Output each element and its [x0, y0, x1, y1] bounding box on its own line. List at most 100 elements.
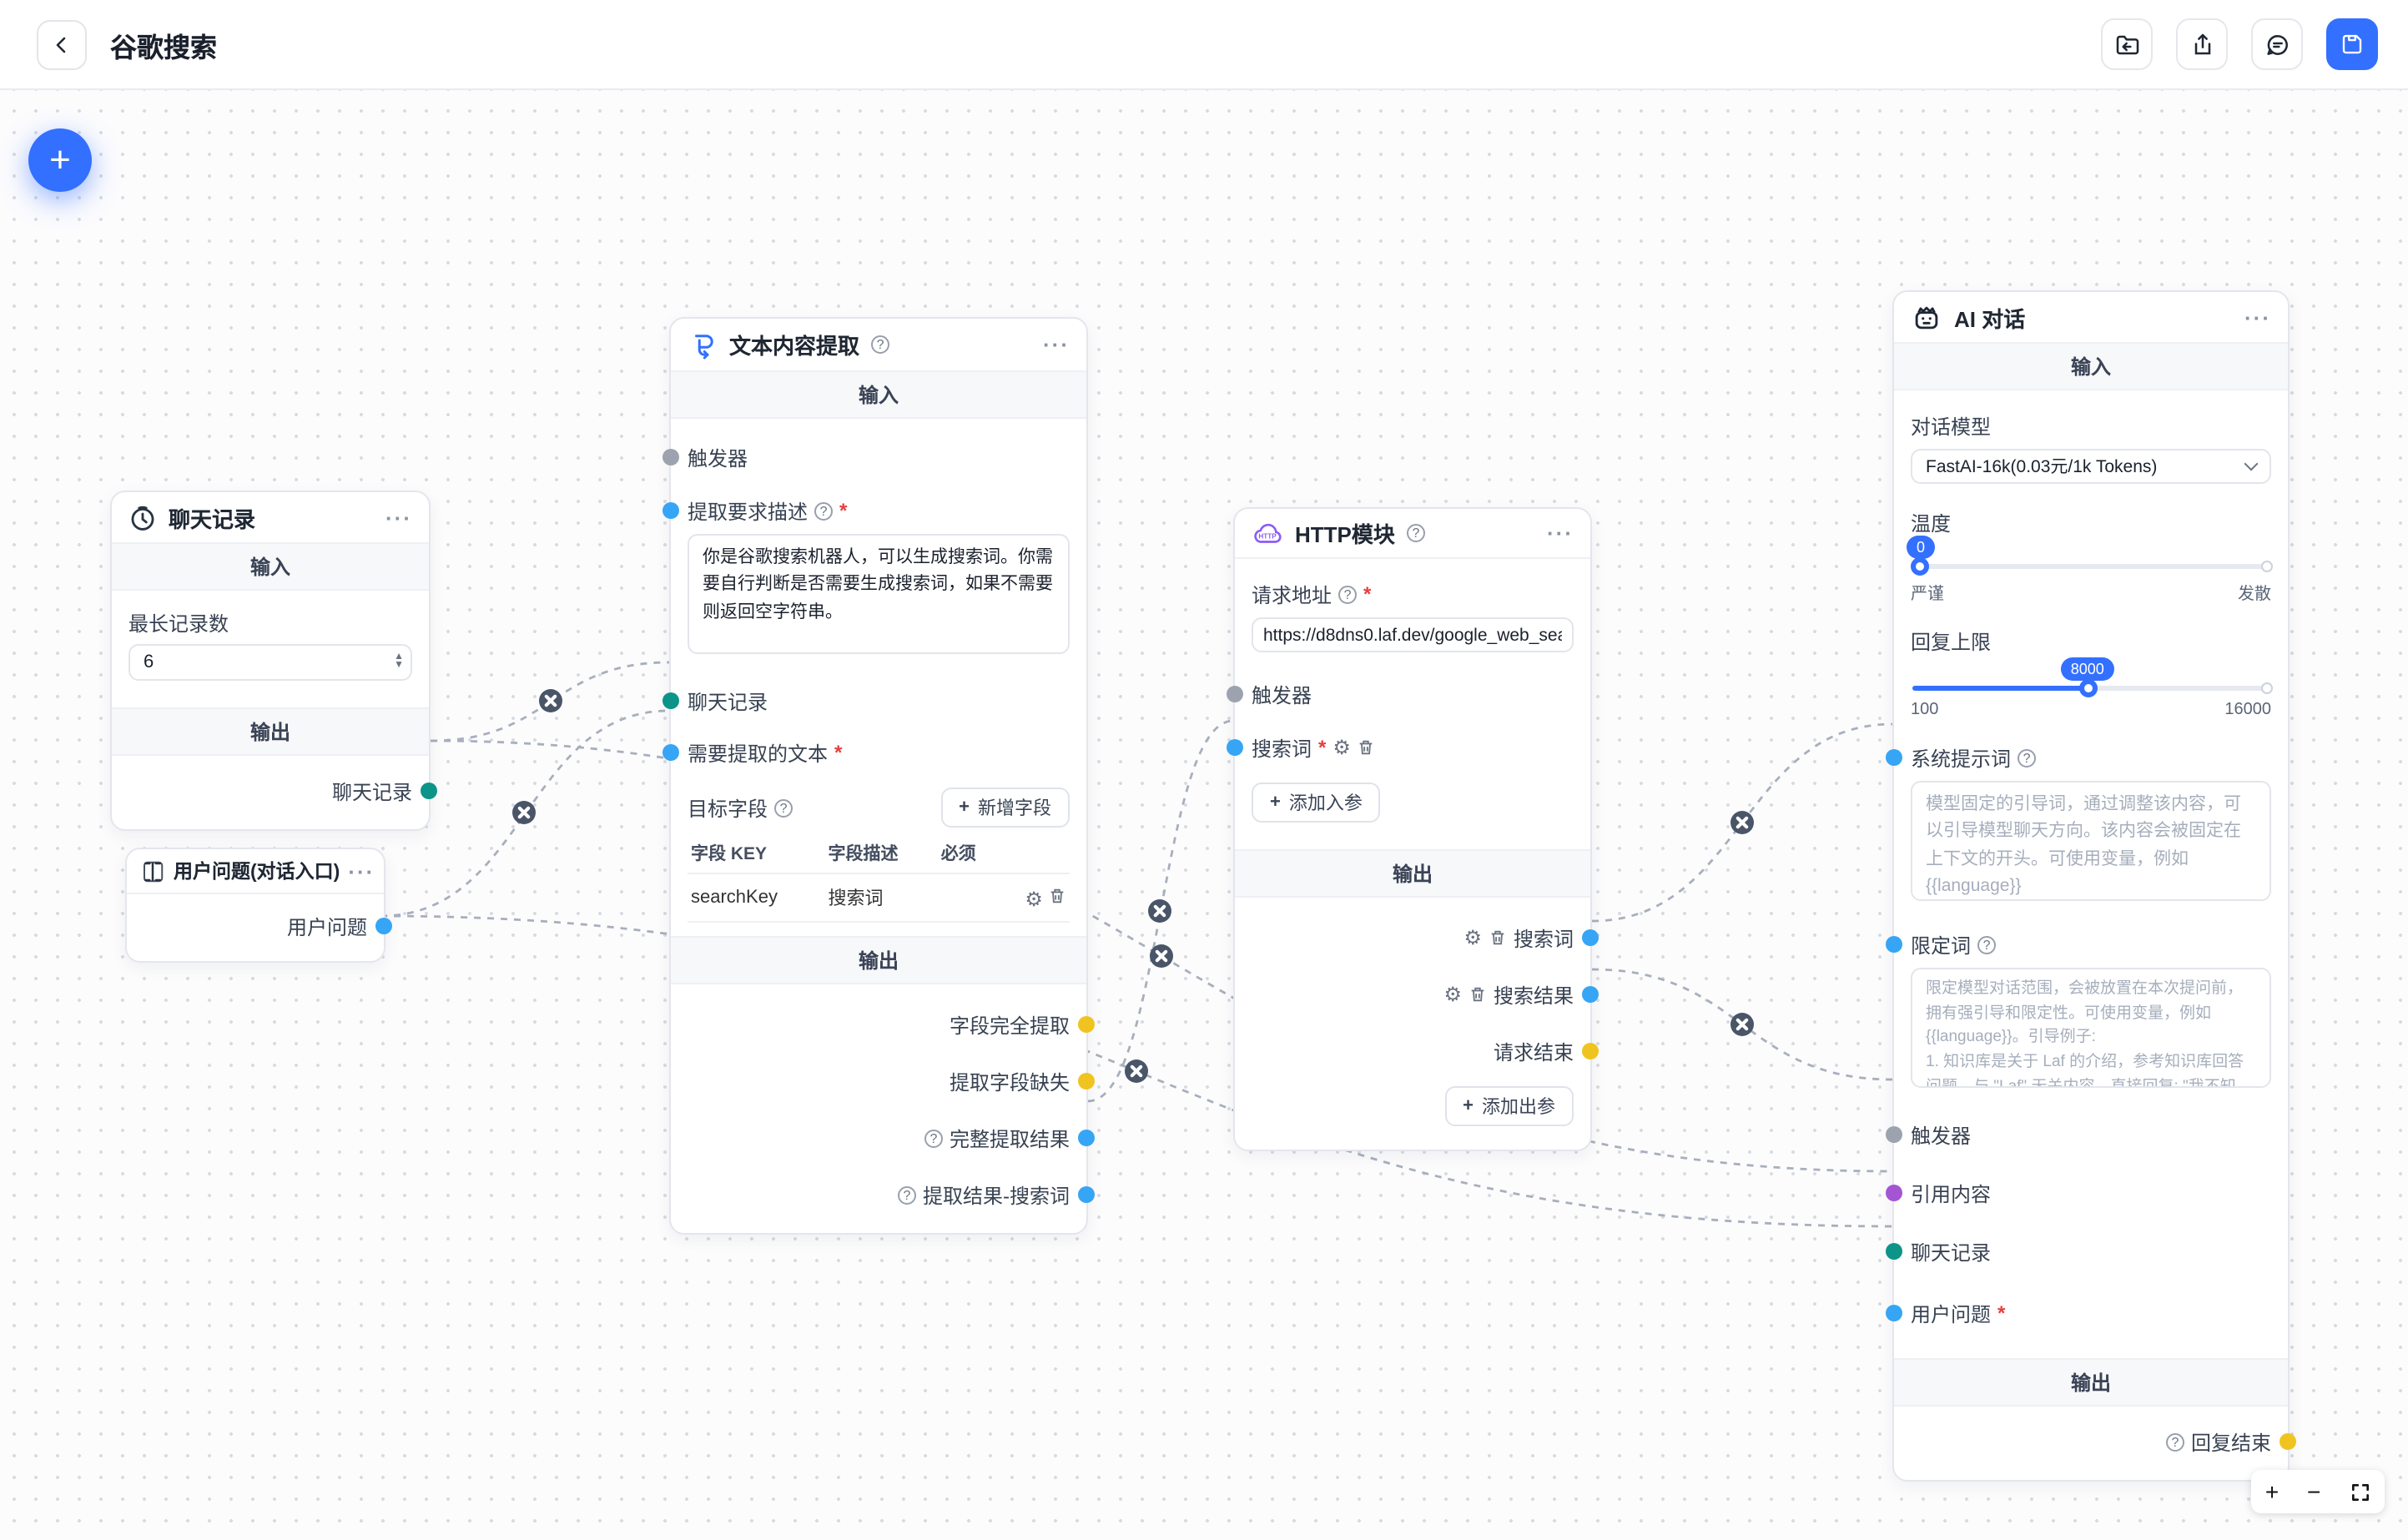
add-output-param-button[interactable]: + 添加出参: [1444, 1086, 1574, 1126]
trash-icon[interactable]: [1048, 885, 1066, 905]
system-prompt-textarea[interactable]: [1911, 781, 2271, 901]
node-ai-chat[interactable]: AI 对话 ··· 输入 对话模型 FastAI-16k(0.03元/1k To…: [1886, 290, 2296, 1482]
handle-output-field-missing[interactable]: [1078, 1073, 1095, 1090]
handle-input-limit-prompt[interactable]: [1886, 936, 1902, 953]
zoom-in-icon[interactable]: +: [2264, 1478, 2280, 1505]
clock-icon: [128, 503, 157, 531]
input-section-header: 输入: [112, 542, 429, 591]
node-chat-history[interactable]: 聊天记录 ··· 输入 最长记录数 6 ▲ ▼ 输出 聊天记录: [110, 491, 437, 831]
handle-output-search-word[interactable]: [1582, 929, 1599, 946]
output-chat-history-label: 聊天记录: [331, 780, 412, 803]
handle-input-trigger[interactable]: [1886, 1126, 1902, 1143]
node-http[interactable]: HTTP HTTP模块 ? ··· 请求地址 ? * 触发器: [1227, 507, 1599, 1151]
temperature-max-label: 发散: [2238, 586, 2271, 604]
handle-output-reply-finish[interactable]: [2280, 1433, 2296, 1450]
handle-output-user-question[interactable]: [375, 918, 392, 934]
edge-delete-icon[interactable]: [1125, 1059, 1148, 1083]
node-user-question[interactable]: 用户问题(对话入口) ··· 用户问题: [125, 848, 392, 963]
temperature-slider[interactable]: 0: [1906, 536, 2273, 576]
gear-icon[interactable]: ⚙: [1332, 736, 1351, 759]
gear-icon[interactable]: ⚙: [1025, 887, 1043, 910]
export-button[interactable]: [2176, 18, 2228, 70]
max-reply-slider[interactable]: 8000: [1912, 657, 2273, 697]
trash-icon[interactable]: [1358, 737, 1376, 757]
edge-delete-icon[interactable]: [1730, 1013, 1754, 1036]
chat-bubble-icon: [2266, 34, 2287, 54]
more-menu-icon[interactable]: ···: [385, 505, 412, 530]
handle-input-chat-history[interactable]: [1886, 1243, 1902, 1260]
handle-output-search-key[interactable]: [1078, 1186, 1095, 1203]
edge-delete-icon[interactable]: [1148, 899, 1171, 923]
trash-icon[interactable]: [1489, 928, 1507, 948]
node-title: 聊天记录: [169, 506, 256, 531]
edge-delete-icon[interactable]: [539, 689, 562, 712]
required-mark: *: [1363, 582, 1372, 606]
more-menu-icon[interactable]: ···: [1547, 521, 1574, 546]
slider-end-marker: [2261, 682, 2273, 694]
help-icon[interactable]: ?: [2165, 1432, 2184, 1451]
help-icon[interactable]: ?: [774, 798, 793, 817]
fit-view-icon[interactable]: [2349, 1481, 2370, 1502]
edge-delete-icon[interactable]: [1150, 944, 1173, 968]
edge-delete-icon[interactable]: [512, 801, 536, 824]
temperature-label: 温度: [1911, 511, 1952, 535]
handle-output-search-result[interactable]: [1582, 986, 1599, 1003]
handle-input-source-text[interactable]: [662, 744, 679, 761]
description-textarea[interactable]: 你是谷歌搜索机器人，可以生成搜索词。你需要自行判断是否需要生成搜索词，如果不需要…: [688, 534, 1070, 654]
search-word-label: 搜索词: [1252, 737, 1312, 760]
add-field-button[interactable]: + 新增字段: [940, 788, 1070, 828]
model-select[interactable]: FastAI-16k(0.03元/1k Tokens): [1911, 449, 2271, 484]
chat-history-label: 聊天记录: [1911, 1241, 1992, 1264]
max-reply-label: 回复上限: [1911, 630, 1992, 653]
extract-icon: [688, 330, 718, 360]
output-complete-result-label: 完整提取结果: [949, 1127, 1070, 1150]
help-icon[interactable]: ?: [1406, 524, 1425, 542]
url-label: 请求地址: [1252, 583, 1332, 606]
help-icon[interactable]: ?: [1338, 585, 1358, 603]
gear-icon[interactable]: ⚙: [1463, 926, 1482, 949]
slider-thumb[interactable]: [2078, 679, 2098, 697]
limit-prompt-textarea[interactable]: [1911, 968, 2271, 1088]
help-icon[interactable]: ?: [814, 501, 834, 520]
help-icon[interactable]: ?: [2018, 748, 2037, 767]
handle-output-complete-result[interactable]: [1078, 1130, 1095, 1146]
handle-input-quote[interactable]: [1886, 1185, 1902, 1201]
handle-output-chat-history[interactable]: [421, 783, 437, 799]
handle-input-chat-history[interactable]: [662, 692, 679, 709]
more-menu-icon[interactable]: ···: [1043, 332, 1070, 357]
trash-icon[interactable]: [1468, 984, 1487, 1004]
handle-input-user-question[interactable]: [1886, 1305, 1902, 1321]
save-button[interactable]: [2326, 18, 2378, 70]
number-stepper[interactable]: ▲ ▼: [394, 652, 404, 671]
help-icon[interactable]: ?: [871, 335, 890, 354]
max-records-input[interactable]: 6 ▲ ▼: [128, 644, 412, 681]
url-input[interactable]: [1252, 617, 1574, 652]
input-section-header: 输入: [671, 370, 1086, 419]
share-icon: [2194, 33, 2210, 54]
chat-test-button[interactable]: [2251, 18, 2303, 70]
handle-input-trigger[interactable]: [1227, 686, 1243, 702]
handle-input-search-word[interactable]: [1227, 739, 1243, 756]
handle-output-field-full[interactable]: [1078, 1016, 1095, 1033]
output-full-label: 字段完全提取: [949, 1014, 1070, 1037]
slider-thumb[interactable]: [1911, 557, 1929, 576]
zoom-out-icon[interactable]: −: [2307, 1478, 2321, 1505]
handle-input-description[interactable]: [662, 502, 679, 519]
limit-prompt-label: 限定词: [1911, 934, 1972, 957]
node-text-extract[interactable]: 文本内容提取 ? ··· 输入 触发器 提取要求描述 ? * 你是谷歌搜索机器人…: [662, 317, 1095, 1235]
add-module-button[interactable]: +: [28, 128, 92, 192]
handle-output-finish[interactable]: [1582, 1043, 1599, 1059]
help-icon[interactable]: ?: [924, 1129, 943, 1147]
more-menu-icon[interactable]: ···: [2244, 304, 2271, 330]
back-button[interactable]: [37, 19, 87, 69]
open-app-button[interactable]: [2101, 18, 2153, 70]
gear-icon[interactable]: ⚙: [1443, 983, 1462, 1006]
edge-delete-icon[interactable]: [1730, 811, 1754, 834]
more-menu-icon[interactable]: ···: [348, 858, 375, 883]
help-icon[interactable]: ?: [898, 1185, 916, 1204]
help-icon[interactable]: ?: [1977, 935, 1997, 954]
add-input-param-button[interactable]: + 添加入参: [1252, 783, 1381, 823]
handle-input-trigger[interactable]: [662, 449, 679, 466]
handle-input-system-prompt[interactable]: [1886, 749, 1902, 766]
